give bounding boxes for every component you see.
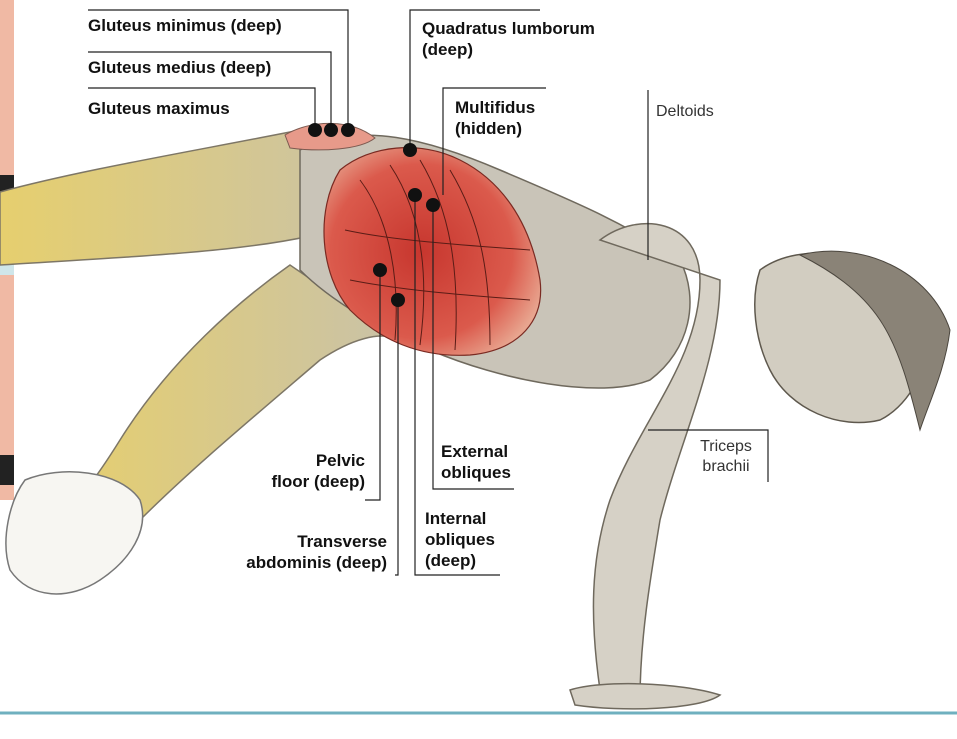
label-deltoids: Deltoids (656, 102, 714, 122)
foot-sock-shape (6, 472, 143, 594)
label-triceps-brachii: Triceps brachii (690, 437, 762, 477)
hand-shape (570, 684, 720, 709)
marker-gluteus-medius (324, 123, 338, 137)
marker-quadratus-lumborum (403, 143, 417, 157)
marker-pelvic-floor (373, 263, 387, 277)
label-internal-obliques: Internal obliques (deep) (425, 508, 495, 571)
label-gluteus-maximus: Gluteus maximus (88, 98, 230, 119)
marker-gluteus-maximus (308, 123, 322, 137)
label-quadratus-lumborum: Quadratus lumborum (deep) (422, 18, 595, 60)
marker-multifidus (408, 188, 422, 202)
label-pelvic-floor: Pelvic floor (deep) (255, 450, 365, 492)
label-external-obliques: External obliques (441, 441, 511, 483)
marker-external-obliques (426, 198, 440, 212)
label-gluteus-minimus: Gluteus minimus (deep) (88, 15, 282, 36)
marker-gluteus-minimus (341, 123, 355, 137)
marker-transverse-abdominis (391, 293, 405, 307)
label-multifidus: Multifidus (hidden) (455, 97, 535, 139)
label-gluteus-medius: Gluteus medius (deep) (88, 57, 271, 78)
label-transverse-abdominis: Transverse abdominis (deep) (215, 531, 387, 573)
